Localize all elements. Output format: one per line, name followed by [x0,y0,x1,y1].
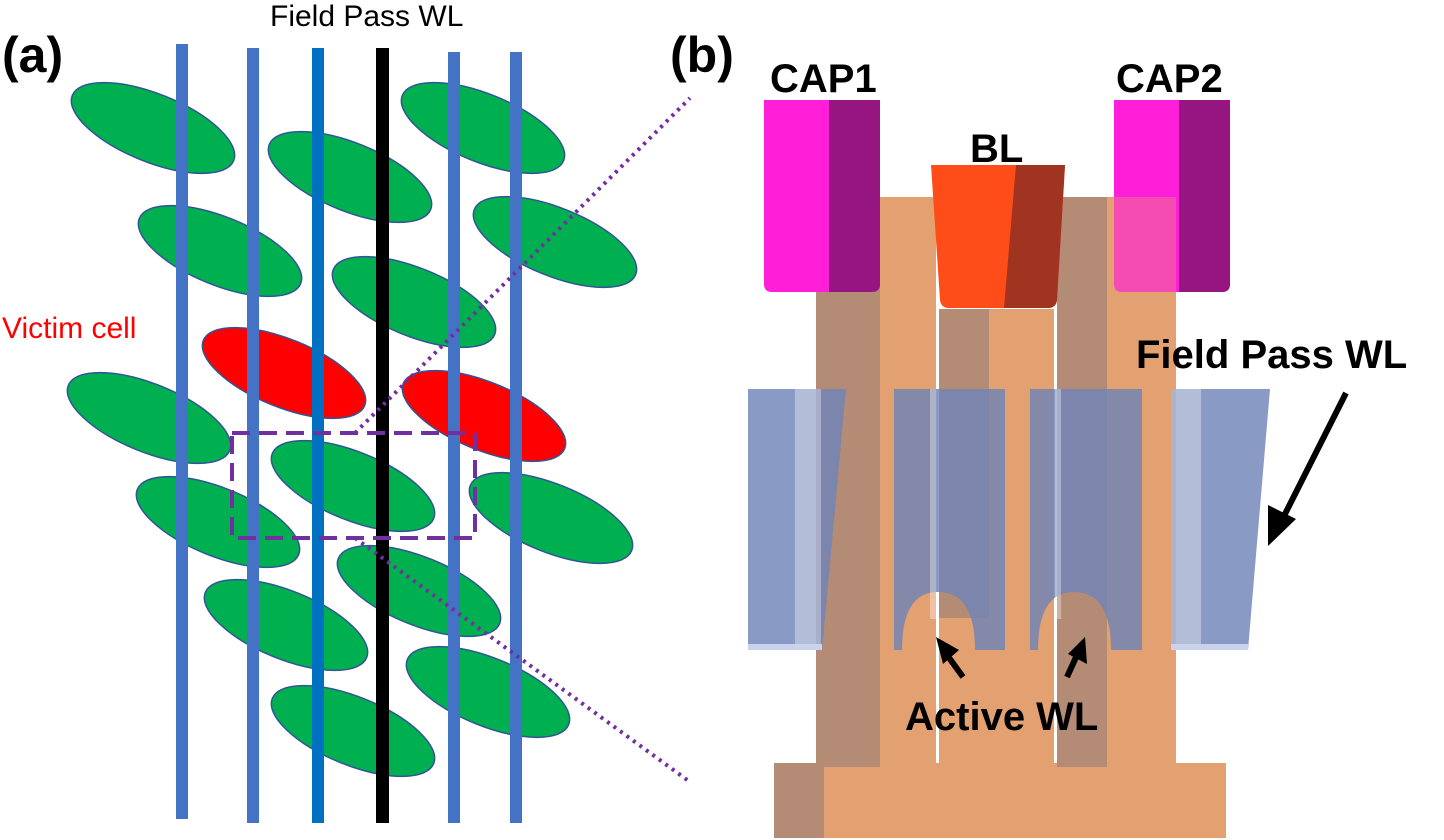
field-pass-wl-label: Field Pass WL [1136,333,1407,377]
active-wl-arrow-2-head [1068,637,1087,664]
wordline-edge [1171,389,1201,650]
panel-b-wordlines [748,389,1270,650]
wordline-bottom-edge [1171,644,1248,650]
cell [331,255,497,349]
cap2-label: CAP2 [1116,57,1223,101]
field-pass-wl-arrowhead [1268,505,1296,546]
field-pass-wl-top-label: Field Pass WL [270,0,463,33]
active-wordline-1 [894,389,1005,650]
wordline-edge [1055,389,1061,619]
substrate-base [774,763,1226,838]
substrate-base-shadow [774,763,824,838]
field-pass-wl-arrow-shaft [1280,391,1349,520]
field-pass-wordline [376,48,389,823]
zoom-line-top [353,96,692,435]
wordline [312,48,324,823]
wordline-edge [795,389,821,650]
field-pass-wordline-right [1171,389,1270,650]
wordline [510,52,522,823]
capacitor-1 [764,100,880,292]
active-wl-label: Active WL [905,695,1098,739]
arrows [936,391,1349,679]
cell [400,81,566,175]
wordline-bottom-edges [748,644,1248,650]
cell [203,578,369,672]
capacitor-2-overlap [1114,197,1176,292]
cell [66,371,232,465]
zoom-line-bottom [353,536,692,784]
active-wl-arrow-1-head [936,637,959,664]
victim-cell [201,326,367,420]
wordline-bottom-edge [748,644,822,650]
wordlines [176,44,522,823]
wordline [247,48,259,823]
panel-a-label: (a) [2,27,63,83]
victim-cell [401,369,567,463]
capacitor-2 [1114,100,1230,292]
cell [137,204,303,298]
cap1-label: CAP1 [770,57,877,101]
cell [468,471,634,565]
panel-b: (b) CAP1 CAP2 BL Field Pass WL Active WL [670,27,1407,838]
capacitor-2-shadow [1179,100,1230,292]
bl-label: BL [970,127,1023,171]
panel-b-label: (b) [670,27,734,83]
field-pass-wordline-left [748,389,846,650]
zoom-box [230,431,477,540]
active-wl-arrow-2-shaft [1064,653,1080,679]
wordline [176,44,188,819]
cell [405,645,571,739]
capacitor-1-shadow [829,100,880,292]
panel-a: (a) Field Pass WL Victim cell [2,0,692,823]
wordline-highlights [795,389,1201,650]
active-wl-arrow-1-shaft [944,653,966,679]
cell-array [66,81,638,778]
bitline-shadow [1004,165,1065,308]
cell [70,81,236,175]
zoom-indicator [230,96,692,784]
cell [267,130,433,224]
wordline [448,52,460,823]
cell [472,195,638,289]
active-wordline-2 [1030,389,1142,650]
bitline [931,165,1065,308]
victim-cell-label: Victim cell [2,312,136,345]
wordline-edge [930,389,936,619]
